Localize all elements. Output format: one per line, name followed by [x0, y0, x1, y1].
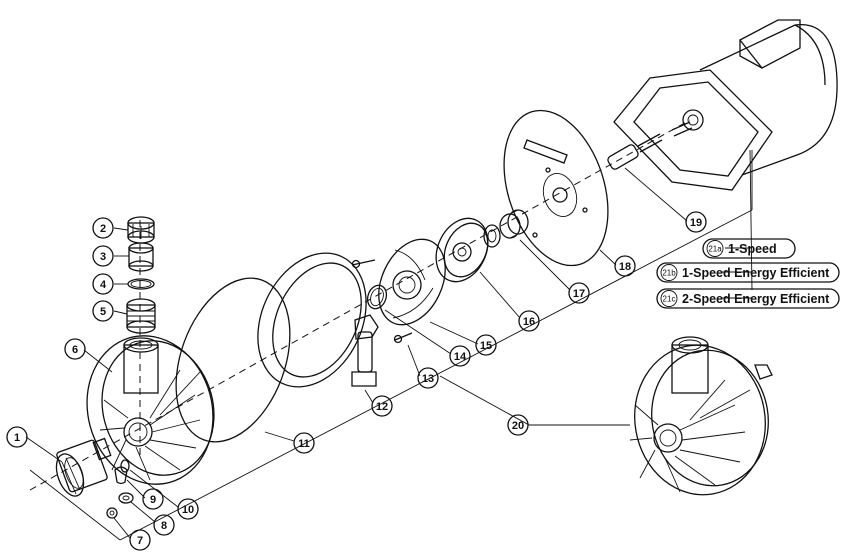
- svg-text:15: 15: [480, 340, 492, 352]
- svg-text:1-Speed: 1-Speed: [728, 242, 777, 256]
- callout-3: 3: [92, 245, 114, 267]
- svg-text:16: 16: [523, 316, 535, 328]
- svg-text:9: 9: [150, 494, 156, 506]
- svg-text:2-Speed Energy Efficient: 2-Speed Energy Efficient: [682, 292, 830, 306]
- svg-text:17: 17: [573, 288, 585, 300]
- diffuser-oring-part: [366, 284, 388, 310]
- impeller-part: [435, 217, 489, 283]
- callout-15: 15: [475, 334, 497, 356]
- callout-5: 5: [92, 300, 114, 322]
- screws-part: [351, 259, 413, 344]
- motor-option-21b: 21b 1-Speed Energy Efficient: [656, 262, 840, 283]
- svg-text:14: 14: [454, 351, 467, 363]
- callout-6: 6: [64, 338, 86, 360]
- motor-option-21c: 21c 2-Speed Energy Efficient: [656, 288, 840, 309]
- leader-lines: [25, 149, 753, 539]
- callout-17: 17: [568, 282, 590, 304]
- svg-text:3: 3: [100, 251, 106, 263]
- svg-text:19: 19: [690, 217, 702, 229]
- callout-9: 9: [142, 488, 164, 510]
- callout-13: 13: [417, 367, 439, 389]
- svg-text:20: 20: [512, 420, 524, 432]
- svg-text:10: 10: [182, 504, 194, 516]
- drain-hardware-parts: [106, 459, 134, 519]
- callout-16: 16: [518, 310, 540, 332]
- callout-8: 8: [153, 514, 175, 536]
- svg-text:1: 1: [14, 432, 20, 444]
- svg-text:21c: 21c: [663, 295, 676, 304]
- callout-10: 10: [177, 498, 199, 520]
- clamp-ring-part: [257, 252, 379, 388]
- assembled-pump-part: [629, 336, 773, 496]
- pump-housing-part: [86, 335, 215, 485]
- callout-19: 19: [685, 211, 707, 233]
- motor-part: [613, 19, 838, 191]
- diffuser-part: [378, 238, 446, 326]
- callout-12: 12: [371, 395, 393, 417]
- callout-1: 1: [6, 426, 28, 448]
- svg-text:12: 12: [376, 401, 388, 413]
- callout-11: 11: [293, 432, 315, 454]
- callout-7: 7: [129, 529, 151, 551]
- callout-18: 18: [614, 255, 636, 277]
- callout-14: 14: [449, 345, 471, 367]
- svg-text:5: 5: [100, 306, 106, 318]
- svg-text:2: 2: [100, 223, 106, 235]
- motor-option-21a: 21a 1-Speed: [702, 238, 796, 259]
- svg-text:4: 4: [100, 279, 107, 291]
- svg-text:13: 13: [422, 373, 434, 385]
- callout-20: 20: [507, 414, 529, 436]
- callout-2: 2: [92, 217, 114, 239]
- svg-text:1-Speed Energy Efficient: 1-Speed Energy Efficient: [682, 266, 830, 280]
- union-fittings-stack: [126, 216, 156, 334]
- svg-text:21a: 21a: [708, 245, 722, 254]
- shaft-extension-part: [607, 133, 663, 170]
- housing-gasket-part: [175, 277, 291, 443]
- seal-plate-part: [503, 109, 609, 267]
- svg-text:8: 8: [161, 520, 167, 532]
- svg-text:18: 18: [619, 261, 631, 273]
- callout-4: 4: [92, 273, 114, 295]
- svg-text:7: 7: [137, 535, 143, 547]
- svg-text:11: 11: [298, 438, 310, 450]
- svg-text:6: 6: [72, 344, 78, 356]
- svg-text:21b: 21b: [662, 269, 676, 278]
